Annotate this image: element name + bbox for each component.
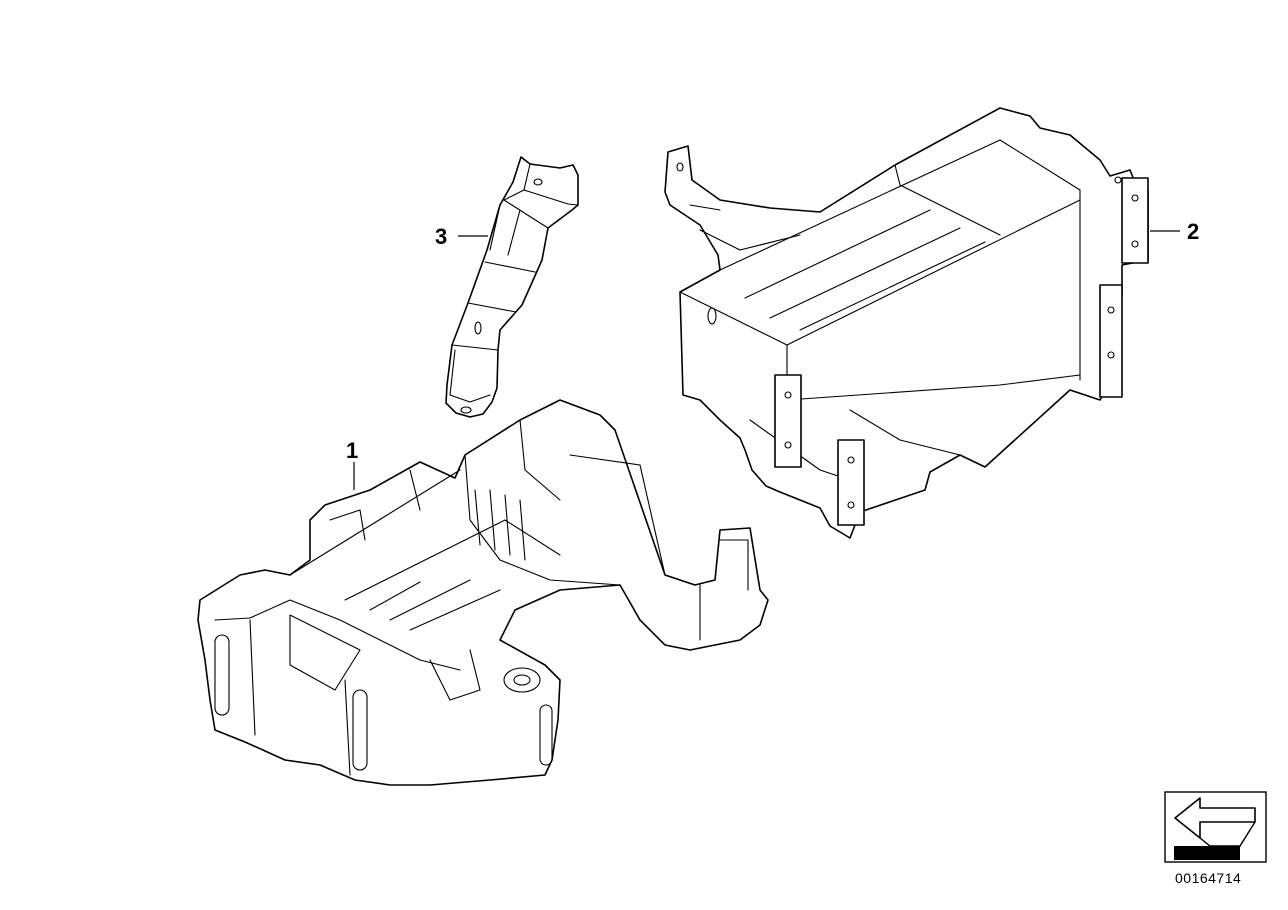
callout-2: 2 — [1187, 219, 1200, 244]
part-3-bracket — [445, 156, 579, 418]
part-2-box-frame — [664, 107, 1149, 539]
document-number: 00164714 — [1175, 870, 1242, 886]
back-arrow-icon[interactable] — [1164, 791, 1267, 863]
callout-1: 1 — [346, 438, 359, 463]
callout-3: 3 — [435, 224, 448, 249]
part-1-foam-tray — [197, 399, 769, 786]
